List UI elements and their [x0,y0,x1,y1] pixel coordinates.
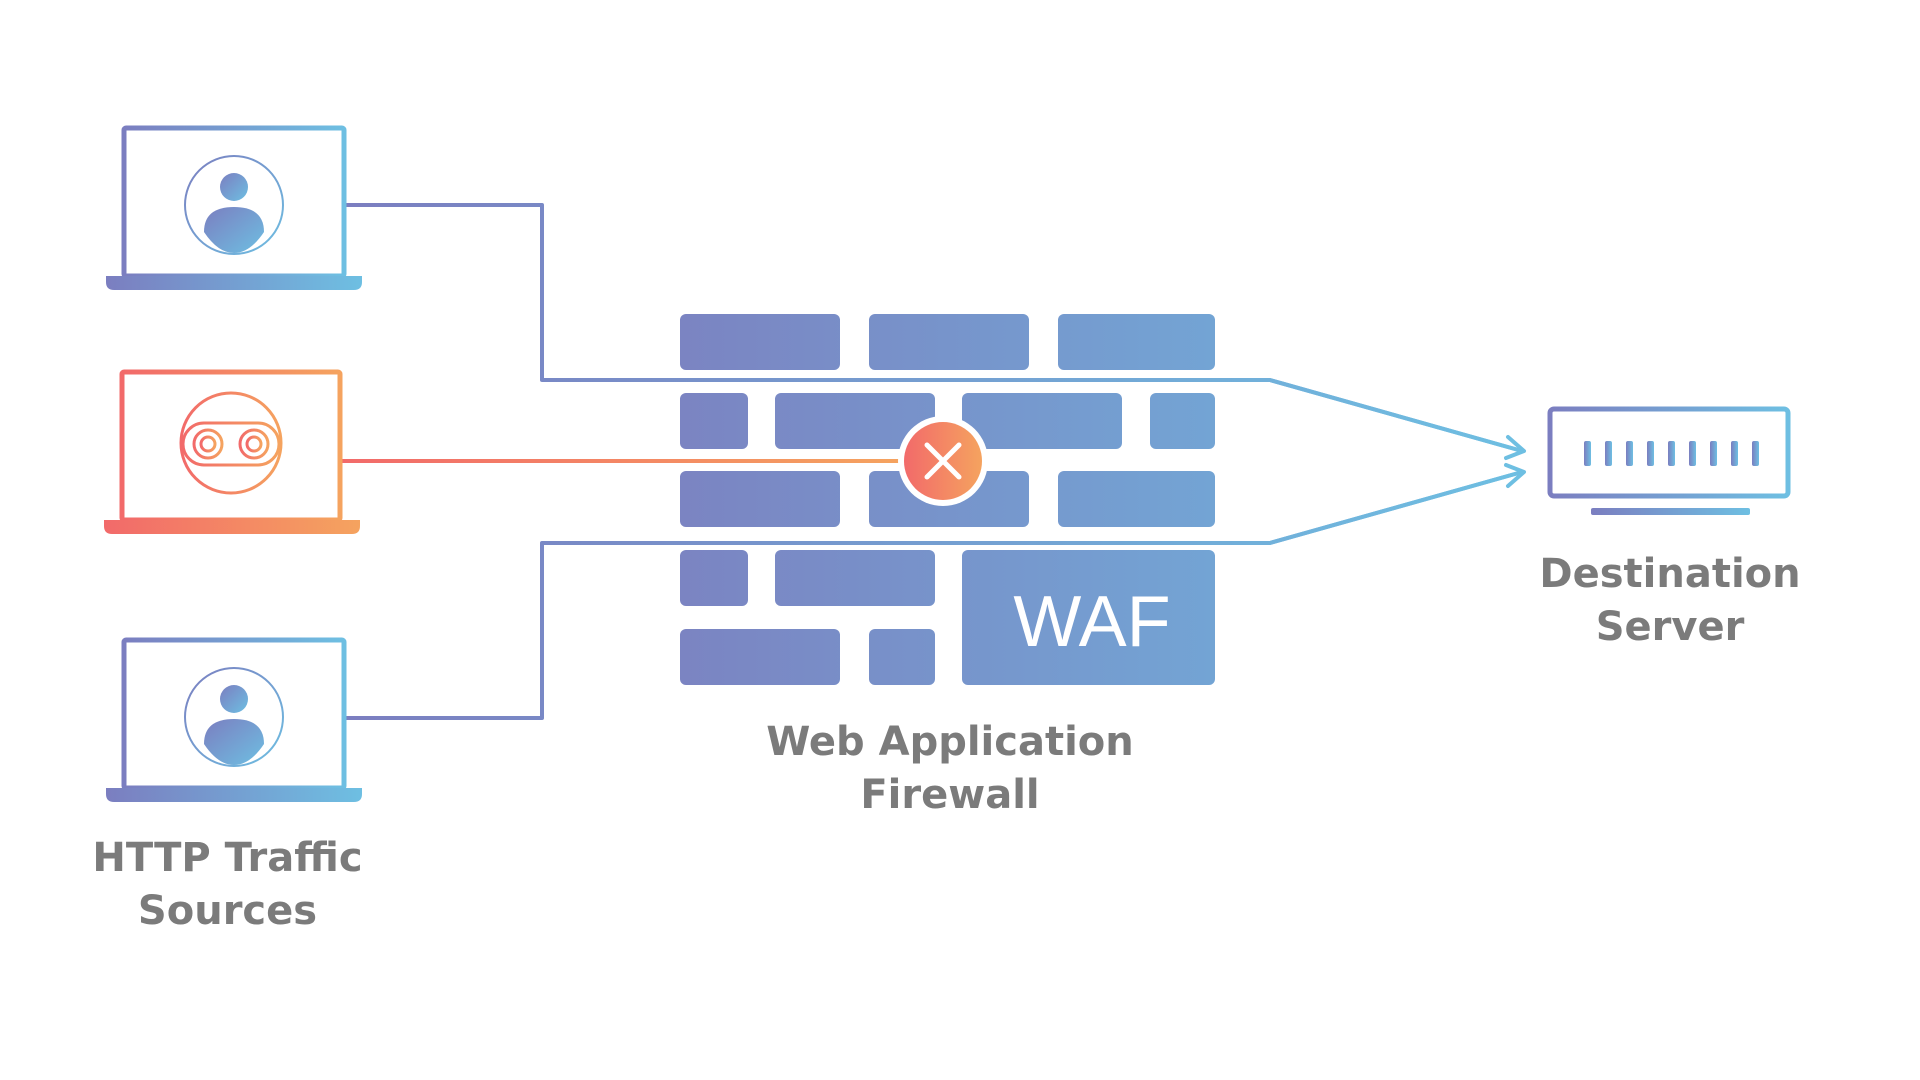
arrow-head-top [1504,435,1526,460]
brick [869,314,1029,370]
brick [962,393,1122,449]
brick [680,550,748,606]
brick [680,314,840,370]
brick [680,393,748,449]
wall-overlay-lines [680,378,1523,545]
waf-label-line1: Web Application [766,719,1134,765]
brick [869,629,935,685]
user-icon [184,667,284,767]
sources-label-line1: HTTP Traffic [92,835,363,881]
server-vents [1584,441,1759,466]
sources-label-line2: Sources [137,888,318,934]
brick [775,393,935,449]
laptop-bot [104,369,360,534]
firewall-wall [680,314,1215,685]
laptop-user-bottom [106,637,362,802]
arrow-head-bottom [1504,463,1526,488]
blocked-marker [898,416,988,506]
laptop-user-top [106,125,362,290]
close-icon [924,442,962,480]
web-application-firewall-label: Web Application Firewall [710,716,1190,822]
brick [1058,471,1215,527]
brick [680,629,840,685]
waf-text: WAF [1013,582,1170,662]
server-icon [1547,406,1791,515]
laptop-base [106,788,362,802]
arrowheads [1504,435,1526,488]
dest-label-line1: Destination [1539,551,1801,597]
brick [775,550,935,606]
laptop-base [104,520,360,534]
user-icon [184,155,284,255]
waf-brick [962,550,1215,685]
http-traffic-sources-label: HTTP Traffic Sources [40,832,415,938]
brick [680,471,840,527]
laptop-base [106,276,362,290]
destination-server-label: Destination Server [1500,548,1840,654]
brick [1058,314,1215,370]
bot-icon [179,391,283,495]
dest-label-line2: Server [1595,604,1745,650]
brick [1150,393,1215,449]
waf-label-line2: Firewall [860,772,1040,818]
